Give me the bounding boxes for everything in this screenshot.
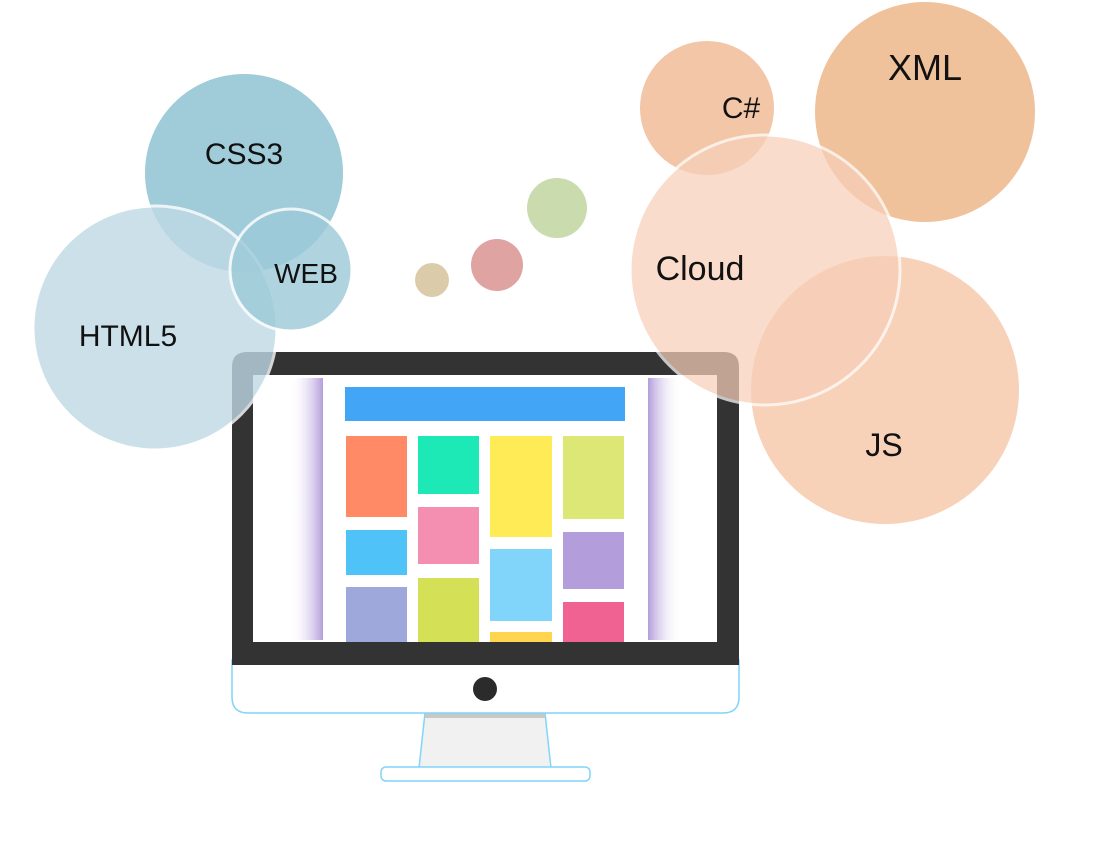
tile [563, 602, 624, 642]
tile [418, 578, 479, 642]
bubble-web: WEB [228, 207, 354, 333]
screen-tiles [346, 436, 624, 642]
screen-header-bar [345, 387, 625, 421]
bubble-label: WEB [274, 258, 338, 289]
tile [563, 436, 624, 519]
monitor-stand [418, 712, 552, 769]
tile [418, 507, 479, 564]
monitor-base [380, 766, 591, 782]
monitor [231, 352, 740, 782]
dot-tan [415, 263, 449, 297]
power-button [473, 677, 497, 701]
tile [563, 532, 624, 589]
bubble-label: CSS3 [205, 138, 283, 171]
bubble-label: HTML5 [79, 320, 177, 353]
tile [490, 632, 552, 642]
tile [346, 587, 407, 642]
tile [418, 436, 479, 494]
tile [346, 530, 407, 575]
bubble-label: XML [888, 47, 962, 88]
dot-rose [471, 239, 523, 291]
bubble-label: Cloud [656, 250, 745, 288]
bubble-label: C# [722, 92, 761, 125]
tile [490, 436, 552, 537]
bubble-xml: XML [815, 2, 1035, 222]
tile [346, 436, 407, 517]
tile [490, 549, 552, 621]
dot-green [527, 178, 587, 238]
bubble-label: JS [865, 427, 902, 463]
bubble-html5: HTML5 [31, 204, 279, 452]
bubble-cloud: Cloud [628, 133, 902, 407]
